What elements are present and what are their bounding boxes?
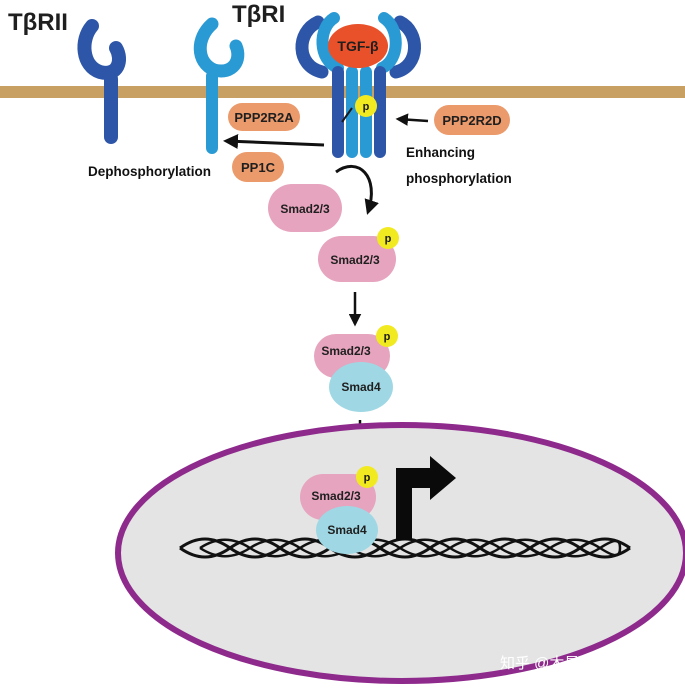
dephosphorylation-label: Dephosphorylation (88, 164, 211, 179)
tbrii-receptor (77, 19, 126, 144)
nucleus (115, 422, 685, 684)
svg-text:Smad2/3: Smad2/3 (330, 253, 380, 267)
smad23-node: Smad2/3 (268, 184, 342, 232)
tbri-receptor (193, 17, 245, 154)
svg-text:Smad2/3: Smad2/3 (311, 489, 361, 503)
receptor-phospho-site: p (355, 95, 377, 117)
svg-text:PPP2R2A: PPP2R2A (234, 110, 294, 125)
receptor-complex (295, 12, 421, 158)
smad-complex-cytoplasm: Smad2/3 p Smad4 (314, 325, 398, 412)
phosphorylation-curved-arrow (335, 165, 379, 215)
enhancing-label-line1: Enhancing (406, 145, 475, 160)
transcription-start-arrow (396, 456, 456, 540)
svg-text:p: p (363, 101, 370, 113)
svg-text:p: p (385, 233, 392, 245)
tbri-label: TβRI (232, 1, 285, 28)
watermark: 知乎 @木星欧罗巴 (500, 655, 624, 672)
svg-text:p: p (384, 331, 391, 343)
kinase-activation-tick (341, 107, 353, 123)
ppp2r2a-node: PPP2R2A (228, 103, 300, 131)
svg-text:p: p (364, 472, 371, 484)
svg-text:Smad2/3: Smad2/3 (321, 344, 371, 358)
svg-text:Smad4: Smad4 (341, 380, 381, 394)
ppp2r2d-node: PPP2R2D (434, 105, 510, 135)
tgf-beta-ligand: TGF-β (328, 24, 388, 68)
pp1c-node: PP1C (232, 152, 284, 182)
tbrii-label: TβRII (8, 9, 68, 36)
svg-text:PPP2R2D: PPP2R2D (442, 113, 501, 128)
svg-text:PP1C: PP1C (241, 160, 276, 175)
svg-text:Smad2/3: Smad2/3 (280, 202, 330, 216)
enhancing-label-line2: phosphorylation (406, 171, 512, 186)
smad-complex-nucleus: Smad2/3 p Smad4 (300, 466, 378, 554)
tgf-beta-label: TGF-β (337, 38, 379, 54)
enhancing-arrow (395, 113, 429, 126)
dephosphorylation-arrow (223, 133, 325, 149)
smad23-phosphorylated-node: Smad2/3 p (318, 227, 399, 282)
svg-text:Smad4: Smad4 (327, 523, 367, 537)
